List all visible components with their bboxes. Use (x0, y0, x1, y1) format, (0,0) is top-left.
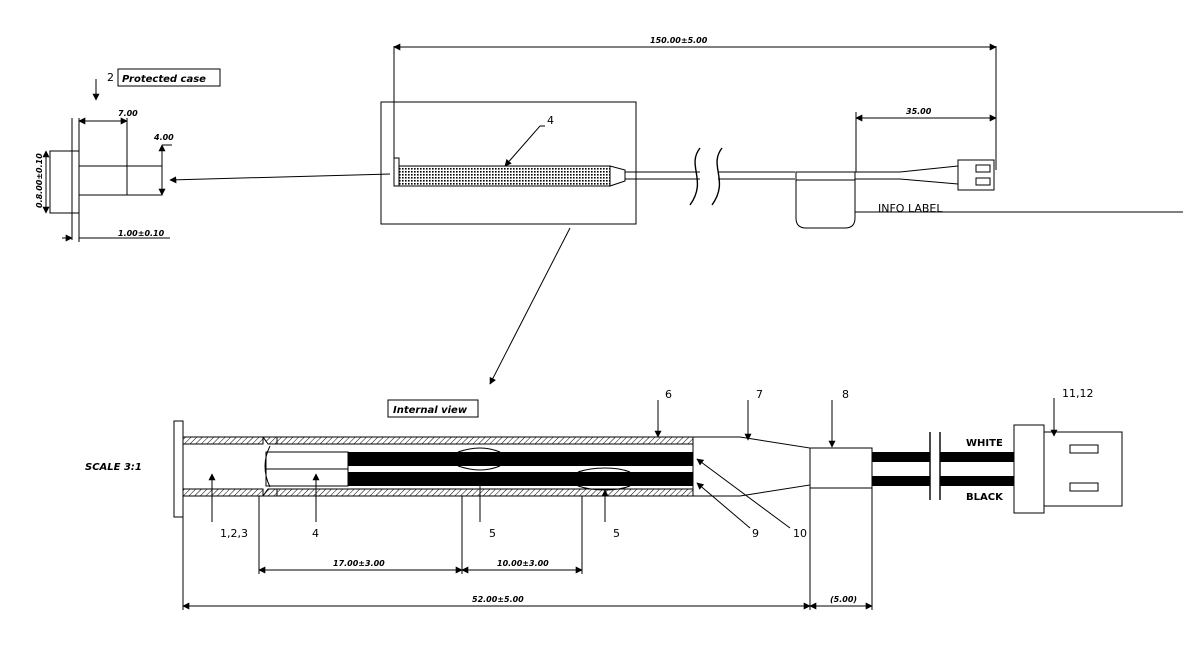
svg-text:5: 5 (613, 527, 620, 540)
svg-text:7.00: 7.00 (118, 109, 138, 118)
svg-text:1.00±0.10: 1.00±0.10 (118, 229, 165, 238)
protected-case-label: 2 Protected case (92, 68, 221, 101)
protected-case-drawing: 7.00 4.00 0.8.00±0.10 1.00±0.10 (35, 109, 174, 242)
svg-text:4: 4 (547, 114, 554, 127)
case-arrow (169, 173, 391, 184)
svg-text:7: 7 (756, 388, 763, 401)
svg-text:Internal view: Internal view (393, 405, 468, 416)
sensor-probe (393, 157, 700, 187)
part-callouts: 1,2,3 4 5 5 6 7 8 9 10 11,12 (208, 387, 1094, 540)
svg-text:9: 9 (752, 527, 759, 540)
svg-text:10: 10 (793, 527, 807, 540)
info-label-tag (795, 171, 856, 229)
internal-view-arrow (489, 227, 571, 385)
black-wire-label: BLACK (966, 492, 1004, 503)
wire-break-symbol (689, 147, 795, 206)
svg-text:4.00: 4.00 (153, 133, 174, 142)
info-label-text: INFO LABEL (878, 202, 943, 215)
internal-view-label: Internal view (387, 399, 479, 418)
svg-text:4: 4 (312, 527, 319, 540)
svg-text:8: 8 (842, 388, 849, 401)
top-connector (957, 159, 995, 191)
white-wire-label: WHITE (966, 438, 1003, 449)
connector-lead-dim: 35.00 (906, 107, 932, 116)
svg-text:1,2,3: 1,2,3 (220, 527, 248, 540)
svg-text:Protected case: Protected case (122, 74, 206, 85)
overall-dimension: 150.00±5.00 (393, 36, 997, 170)
svg-text:11,12: 11,12 (1062, 387, 1094, 400)
overall-length-dim: 150.00±5.00 (650, 36, 708, 45)
ref-length-dim: (5.00) (830, 595, 857, 604)
section-b-dim: 10.00±3.00 (497, 559, 549, 568)
top-wires (855, 165, 959, 185)
bottom-dimensions: 17.00±3.00 10.00±3.00 52.00±5.00 (5.00) (182, 488, 873, 610)
svg-text:5: 5 (489, 527, 496, 540)
internal-view-drawing (173, 420, 1123, 518)
svg-text:6: 6 (665, 388, 672, 401)
scale-text: SCALE 3:1 (85, 462, 142, 473)
body-length-dim: 52.00±5.00 (472, 595, 524, 604)
detail-frame (380, 101, 637, 225)
svg-text:0.8.00±0.10: 0.8.00±0.10 (35, 153, 44, 208)
part-4-callout-top: 4 (504, 114, 554, 167)
connector-lead-dimension: 35.00 (855, 107, 997, 172)
section-a-dim: 17.00±3.00 (333, 559, 385, 568)
svg-text:2: 2 (107, 71, 114, 84)
